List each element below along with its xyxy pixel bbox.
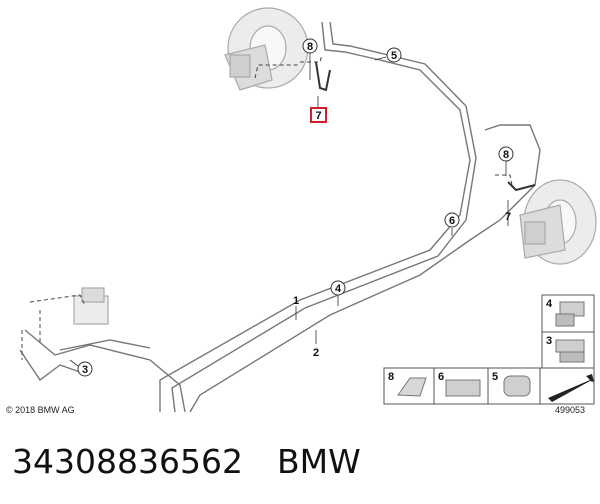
svg-text:1: 1 bbox=[293, 295, 299, 307]
callout-2: 2 bbox=[313, 347, 319, 359]
brake-line-diagram: 8 7 5 8 7 6 4 1 2 3 4 3 bbox=[19, 7, 597, 413]
callout-3: 3 bbox=[77, 361, 93, 377]
brand-name: BMW bbox=[276, 442, 361, 481]
callout-6: 6 bbox=[444, 212, 460, 228]
callout-4: 4 bbox=[330, 280, 346, 296]
svg-text:2: 2 bbox=[313, 347, 319, 359]
part-caption: 34308836562 BMW bbox=[12, 442, 361, 481]
callout-7-top-highlighted: 7 bbox=[310, 107, 327, 123]
dashed-lines bbox=[21, 54, 513, 360]
svg-text:7: 7 bbox=[315, 110, 321, 122]
svg-text:8: 8 bbox=[503, 149, 509, 161]
svg-text:3: 3 bbox=[546, 335, 552, 347]
legend-item-6: 6 bbox=[433, 367, 489, 405]
right-brake-assembly bbox=[519, 179, 597, 265]
svg-text:5: 5 bbox=[492, 371, 498, 383]
callout-7-right: 7 bbox=[505, 211, 511, 223]
svg-text:6: 6 bbox=[438, 371, 444, 383]
svg-text:6: 6 bbox=[449, 215, 455, 227]
arrow-icon bbox=[548, 374, 594, 402]
svg-text:3: 3 bbox=[82, 364, 88, 376]
diagram-reference-number: 499053 bbox=[555, 405, 586, 415]
callout-1: 1 bbox=[293, 295, 299, 307]
part-number: 34308836562 bbox=[12, 442, 243, 481]
legend-item-4: 4 bbox=[541, 294, 595, 333]
svg-text:5: 5 bbox=[391, 50, 397, 62]
callout-8-top: 8 bbox=[302, 38, 318, 54]
legend-item-3: 3 bbox=[541, 331, 595, 369]
svg-text:8: 8 bbox=[388, 371, 394, 383]
top-brake-assembly bbox=[224, 7, 309, 91]
abs-module bbox=[73, 287, 109, 325]
svg-text:7: 7 bbox=[505, 211, 511, 223]
legend-item-5: 5 bbox=[487, 367, 541, 405]
svg-text:8: 8 bbox=[307, 41, 313, 53]
brake-lines bbox=[19, 21, 541, 413]
legend-item-8: 8 bbox=[383, 367, 435, 405]
svg-text:4: 4 bbox=[335, 283, 342, 295]
leader-lines bbox=[69, 53, 509, 367]
brake-hoses bbox=[315, 61, 536, 192]
callout-5: 5 bbox=[386, 47, 402, 63]
callout-8-right: 8 bbox=[498, 146, 514, 162]
legend-arrow-box bbox=[539, 367, 595, 405]
svg-text:4: 4 bbox=[546, 298, 553, 310]
copyright-notice: © 2018 BMW AG bbox=[6, 405, 75, 415]
